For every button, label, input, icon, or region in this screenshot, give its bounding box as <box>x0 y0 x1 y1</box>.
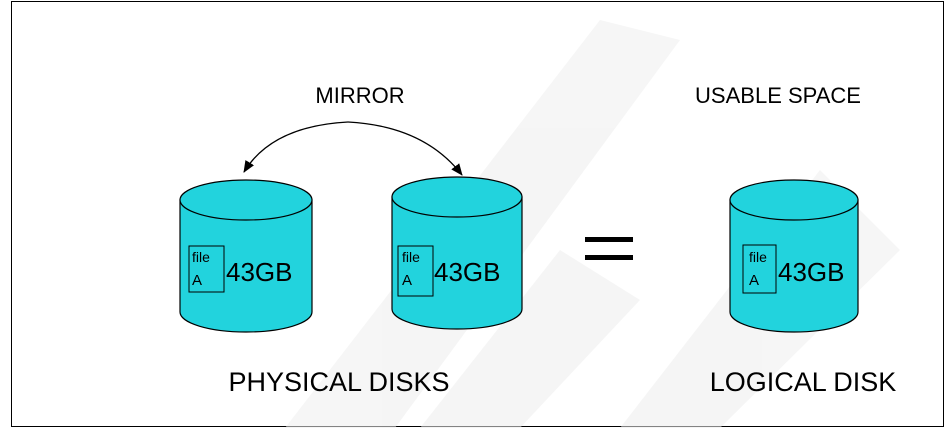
usable-space-label: USABLE SPACE <box>695 83 861 108</box>
disk-body <box>179 199 313 333</box>
file-word: file <box>192 249 210 265</box>
disk-capacity: 43GB <box>778 257 845 287</box>
file-box <box>742 244 777 294</box>
disk-capacity: 43GB <box>434 257 501 287</box>
file-word: file <box>402 249 420 265</box>
file-letter: A <box>192 272 202 289</box>
disk-top <box>391 176 523 218</box>
disk-capacity: 43GB <box>226 257 293 287</box>
disk-top <box>729 179 859 221</box>
logical-disk: file A 43GB <box>729 179 859 333</box>
file-box <box>397 245 434 297</box>
mirror-label: MIRROR <box>315 83 404 108</box>
mirror-arrow <box>347 121 463 176</box>
physical-disk-2: file A 43GB <box>391 176 523 330</box>
mirror-arrow <box>243 121 349 173</box>
equals-sign <box>585 237 633 260</box>
file-letter: A <box>402 272 412 289</box>
file-box <box>188 245 225 293</box>
file-letter: A <box>749 272 759 289</box>
logical-disk-label: LOGICAL DISK <box>710 367 897 397</box>
disk-top <box>179 179 313 221</box>
file-word: file <box>749 249 767 265</box>
physical-disks-label: PHYSICAL DISKS <box>228 367 449 397</box>
disk-body <box>729 199 859 333</box>
physical-disk-1: file A 43GB <box>179 179 313 333</box>
